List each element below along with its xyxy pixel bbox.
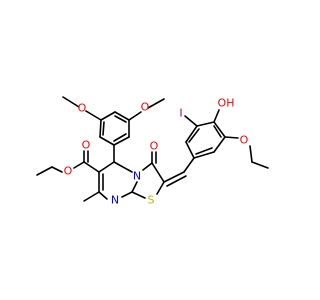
atom-i-iodo: I (179, 107, 182, 120)
atom-oh-hydroxy: OH (218, 97, 235, 110)
atom-n-fused: N (133, 170, 141, 183)
molecule-structure: O O O O O N N S I OH O (36, 96, 269, 207)
atom-o-ester-ether: O (64, 165, 73, 178)
atom-o-methoxy-upper: O (141, 101, 150, 114)
atom-n-pyrimidine: N (111, 194, 119, 207)
atom-s-thiazole: S (148, 194, 155, 207)
atom-o-ketone: O (150, 140, 159, 153)
atom-o-ester-carbonyl: O (82, 139, 91, 152)
bond-skeleton (36, 96, 269, 202)
atom-labels: O O O O O N N S I OH O (64, 97, 249, 207)
atom-o-ethoxy: O (240, 134, 249, 147)
atom-o-methoxy-lower: O (78, 102, 87, 115)
